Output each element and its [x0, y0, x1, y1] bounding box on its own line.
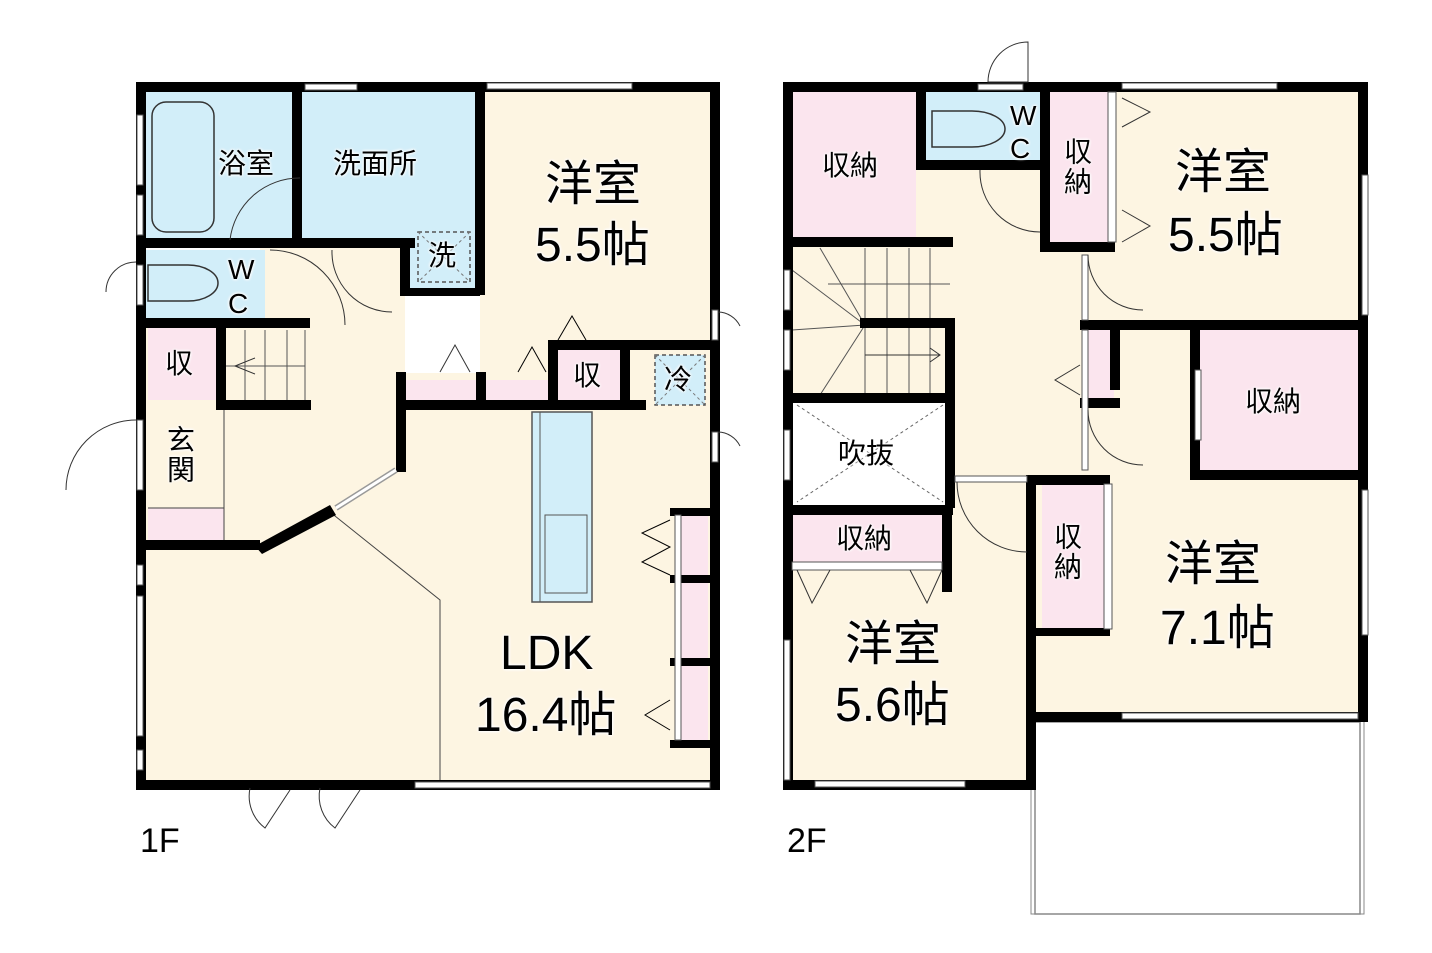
- fixture-label-fridge: 冷: [664, 363, 693, 396]
- room-label-washroom: 洗面所: [333, 147, 418, 180]
- room-label-western-sw: 洋室: [845, 616, 942, 672]
- room-label-western-ne: 洋室: [1175, 144, 1272, 200]
- room-label-storage-ne-closet: 収納: [1060, 137, 1093, 197]
- room-label-bathroom: 浴室: [218, 147, 275, 180]
- room-size-western-sw: 5.6帖: [835, 679, 950, 732]
- room-label-ldk: LDK: [500, 627, 594, 680]
- room-label-storage-mid: 収納: [836, 522, 893, 555]
- room-label-storage-entry: 収: [165, 347, 194, 380]
- room-label-storage-e: 収納: [1245, 385, 1302, 418]
- floor-1f-drawing: [65, 82, 741, 829]
- room-size-western-se: 7.1帖: [1160, 602, 1275, 655]
- floor-label-1f: 1F: [140, 822, 180, 860]
- room-label-storage-se-closet: 収納: [1050, 522, 1083, 582]
- room-label-toilet-2f-c: C: [1010, 133, 1031, 164]
- floor-2f-drawing: [783, 41, 1369, 916]
- floor-label-2f: 2F: [787, 822, 827, 860]
- room-size-western-1f: 5.5帖: [535, 219, 650, 272]
- room-label-toilet-c: C: [228, 288, 249, 319]
- room-label-toilet-w: W: [228, 254, 255, 285]
- room-label-storage-kitchen: 収: [573, 359, 602, 392]
- room-size-western-ne: 5.5帖: [1168, 209, 1283, 262]
- room-label-atrium: 吹抜: [838, 437, 895, 470]
- room-label-storage-nw: 収納: [822, 149, 879, 182]
- room-label-entrance: 玄関: [163, 425, 196, 485]
- room-size-ldk: 16.4帖: [475, 689, 617, 742]
- fixture-label-washer: 洗: [428, 239, 457, 272]
- room-label-western-se: 洋室: [1165, 536, 1262, 592]
- room-label-toilet-2f-w: W: [1010, 100, 1037, 131]
- room-label-western-1f: 洋室: [545, 156, 642, 212]
